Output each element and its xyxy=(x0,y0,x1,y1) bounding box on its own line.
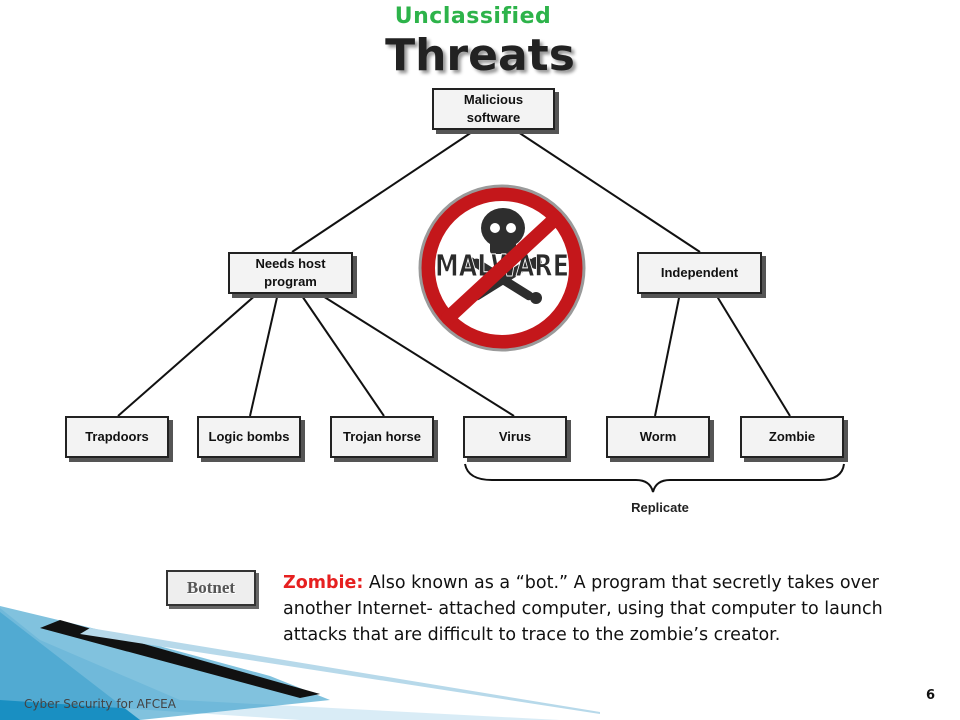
classification-label: Unclassified xyxy=(394,4,552,29)
replicate-label: Replicate xyxy=(631,500,689,515)
definition-term: Zombie: xyxy=(283,573,364,593)
page-title: Threats xyxy=(385,30,575,81)
node-zombie: Zombie xyxy=(740,416,844,458)
node-needs-host-program: Needs host program xyxy=(228,252,353,294)
footer-text: Cyber Security for AFCEA xyxy=(24,697,176,711)
page-number: 6 xyxy=(926,688,936,703)
footer-swoosh xyxy=(0,606,600,720)
malware-logo: MALWARE xyxy=(418,184,586,352)
node-worm: Worm xyxy=(606,416,710,458)
node-trapdoors: Trapdoors xyxy=(65,416,169,458)
node-virus: Virus xyxy=(463,416,567,458)
zombie-definition: Zombie: Also known as a “bot.” A program… xyxy=(283,570,933,648)
botnet-box: Botnet xyxy=(166,570,256,606)
skull-icon xyxy=(464,208,542,304)
definition-text: Also known as a “bot.” A program that se… xyxy=(283,573,883,645)
node-logic-bombs: Logic bombs xyxy=(197,416,301,458)
node-malicious-software: Malicious software xyxy=(432,88,555,130)
node-trojan-horse: Trojan horse xyxy=(330,416,434,458)
connector-lines xyxy=(117,129,791,417)
replicate-brace xyxy=(464,463,845,493)
node-independent: Independent xyxy=(637,252,762,294)
